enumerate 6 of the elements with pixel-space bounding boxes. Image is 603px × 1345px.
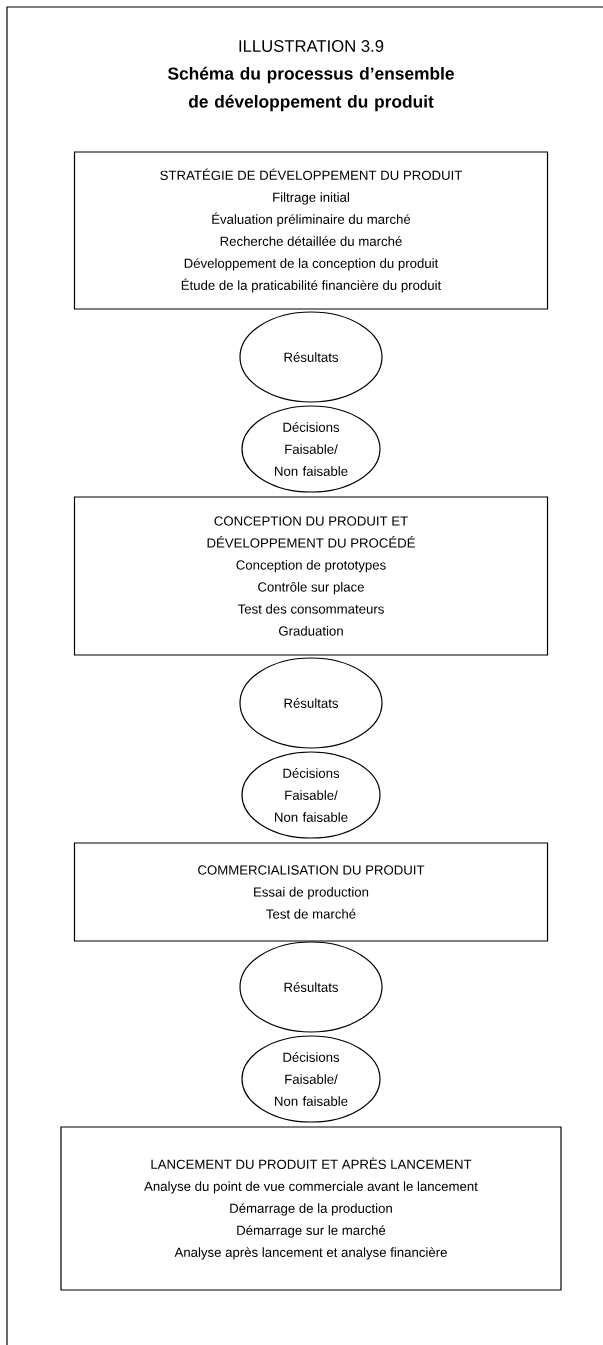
process-box: STRATÉGIE DE DÉVELOPPEMENT DU PRODUIT Filtrage initial Évaluation préliminaire du marché Recherche détaillée du marché Développement de la conception du produit Étude de la praticabilité financière du produit [73, 151, 549, 310]
process-box: LANCEMENT DU PRODUIT ET APRÈS LANCEMENT Analyse du point de vue commerciale avant le lancement Démarrage de la production Démarrage sur le marché Analyse après lancement et analyse financière [60, 1126, 562, 1291]
process-box: CONCEPTION DU PRODUIT ET DÉVELOPPEMENT DU PROCÉDÉ Conception de prototypes Contrôle sur place Test des consommateurs Graduation [73, 496, 549, 656]
process-box: COMMERCIALISATION DU PRODUIT Essai de production Test de marché [73, 842, 549, 942]
figure-number: ILLUSTRATION 3.9 [239, 40, 384, 52]
title: Schéma du processus d’ensemble de développement du produit [167, 66, 454, 112]
